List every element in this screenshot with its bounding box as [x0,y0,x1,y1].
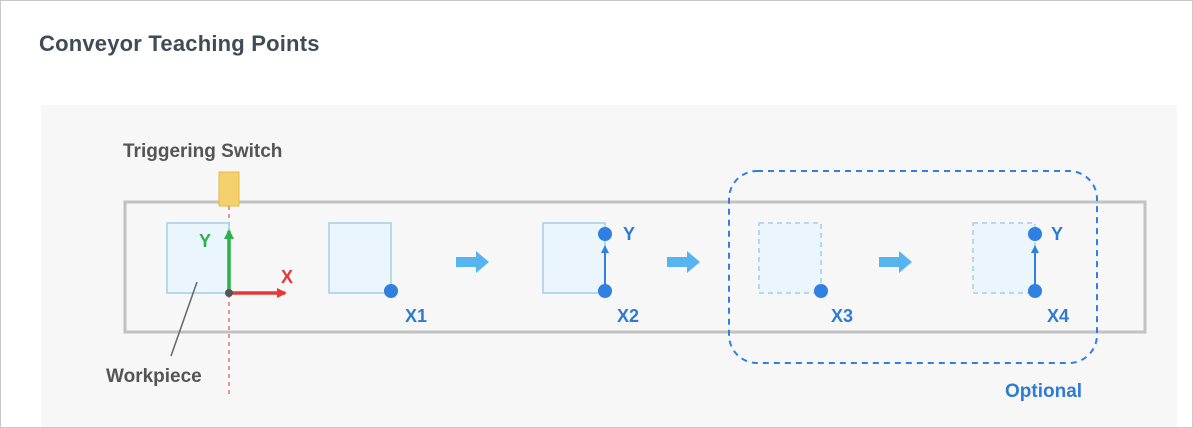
label-x4: X4 [1047,306,1069,326]
flow-arrow-icon-2 [667,251,700,273]
label-y2: Y [623,224,635,244]
point-x3 [814,284,828,298]
axis-y-label: Y [199,231,211,251]
point-x4 [1028,284,1042,298]
triggering-switch-icon [218,171,240,207]
workpiece-box [166,222,230,294]
point-x2 [598,284,612,298]
flow-arrow-icon-1 [456,251,489,273]
flow-arrow-icon-3 [879,251,912,273]
triggering-switch-label: Triggering Switch [123,141,282,162]
axis-x-label: X [281,267,293,287]
origin-point [225,289,233,297]
page-title: Conveyor Teaching Points [39,31,320,56]
workpiece-label: Workpiece [106,366,202,387]
workpiece-box-x3 [758,222,822,294]
workpiece-box-x4 [972,222,1036,294]
label-y4: Y [1051,224,1063,244]
workpiece-box-x2 [542,222,606,294]
label-x1: X1 [405,306,427,326]
optional-label: Optional [1005,381,1082,402]
point-x1 [384,284,398,298]
label-x2: X2 [617,306,639,326]
label-x3: X3 [831,306,853,326]
conveyor-belt [123,200,1147,334]
point-y4 [1028,227,1042,241]
workpiece-box-x1 [328,222,392,294]
optional-region [728,170,1098,364]
point-y2 [598,227,612,241]
workpiece-pointer [170,281,198,357]
